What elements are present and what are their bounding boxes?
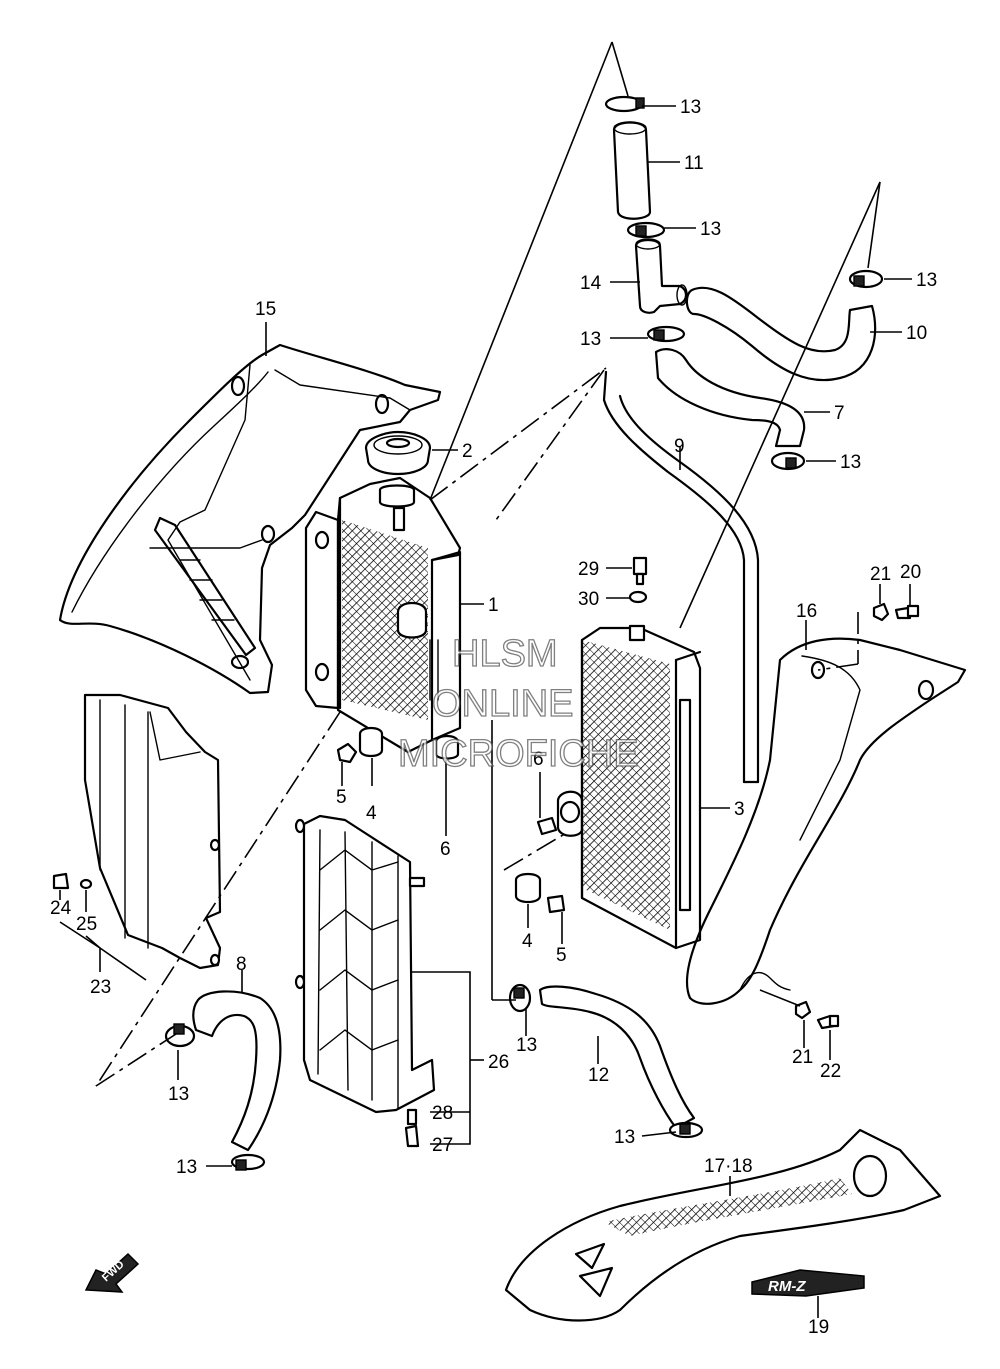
callout-labels: 13 11 13 14 13 13 10 7 13 15 2 1 9 3 29 … [50, 97, 937, 1338]
callout-28: 28 [432, 1103, 453, 1124]
callout-8: 8 [236, 954, 247, 975]
callout-22: 22 [820, 1061, 841, 1082]
callout-13: 13 [700, 219, 721, 240]
callout-13: 13 [680, 97, 701, 118]
callout-7: 7 [834, 403, 845, 424]
radiator-left [304, 476, 462, 754]
callout-23: 23 [90, 977, 111, 998]
shroud-decal [504, 1128, 942, 1322]
callout-20: 20 [900, 562, 921, 583]
watermark-line-2: ONLINE [432, 683, 573, 725]
hardware [52, 556, 920, 1148]
callout-10: 10 [906, 323, 927, 344]
callout-27: 27 [432, 1135, 453, 1156]
watermark: HLSM ONLINE MICROFICHE [397, 632, 639, 775]
radiator-shroud-left [58, 343, 442, 695]
callout-25: 25 [76, 914, 97, 935]
watermark-line-1: HLSM [452, 633, 558, 675]
callout-2: 2 [462, 441, 473, 462]
callout-29: 29 [578, 559, 599, 580]
callout-5: 5 [336, 787, 347, 808]
hose-clamp [164, 95, 884, 1171]
callout-6: 6 [440, 839, 451, 860]
callout-26: 26 [488, 1052, 509, 1073]
hose-12 [538, 985, 696, 1130]
callout-13: 13 [916, 270, 937, 291]
callout-16: 16 [796, 601, 817, 622]
callout-13: 13 [516, 1035, 537, 1056]
callout-30: 30 [578, 589, 599, 610]
callout-4: 4 [366, 803, 377, 824]
watermark-line-3: MICROFICHE [398, 733, 639, 775]
callout-13: 13 [168, 1084, 189, 1105]
callout-21: 21 [870, 564, 891, 585]
leader-lines [59, 105, 912, 1318]
hose-7 [654, 348, 806, 448]
radiator-cap [364, 430, 432, 476]
hose-10 [685, 286, 877, 382]
hose-11 [612, 121, 652, 220]
callout-21: 21 [792, 1047, 813, 1068]
callout-13: 13 [176, 1157, 197, 1178]
fwd-arrow-icon: FWD [84, 1252, 140, 1293]
callout-12: 12 [588, 1065, 609, 1086]
hose-9 [602, 370, 760, 784]
callout-14: 14 [580, 273, 602, 294]
callout-1: 1 [488, 595, 499, 616]
callout-13: 13 [580, 329, 601, 350]
three-way-joint [634, 238, 688, 314]
hose-8 [192, 990, 282, 1152]
callout-3: 3 [734, 799, 745, 820]
radiator-grille [294, 814, 436, 1114]
callout-9: 9 [674, 436, 685, 457]
callout-17-18: 17·18 [704, 1156, 753, 1177]
callout-13: 13 [614, 1127, 635, 1148]
emblem-text: RM-Z [768, 1278, 806, 1295]
radiator-right [556, 624, 702, 950]
radiator-shroud-right [685, 637, 967, 1005]
callout-19: 19 [808, 1317, 829, 1338]
radiator-louver-left [83, 693, 222, 970]
rmz-emblem: RM-Z [751, 1269, 865, 1297]
callout-11: 11 [684, 153, 704, 174]
callout-24: 24 [50, 898, 72, 919]
assembly-lines [95, 41, 881, 1087]
callout-5: 5 [556, 945, 567, 966]
callout-15: 15 [255, 299, 276, 320]
callout-6: 6 [533, 749, 544, 770]
callout-13: 13 [840, 452, 861, 473]
callout-4: 4 [522, 931, 533, 952]
